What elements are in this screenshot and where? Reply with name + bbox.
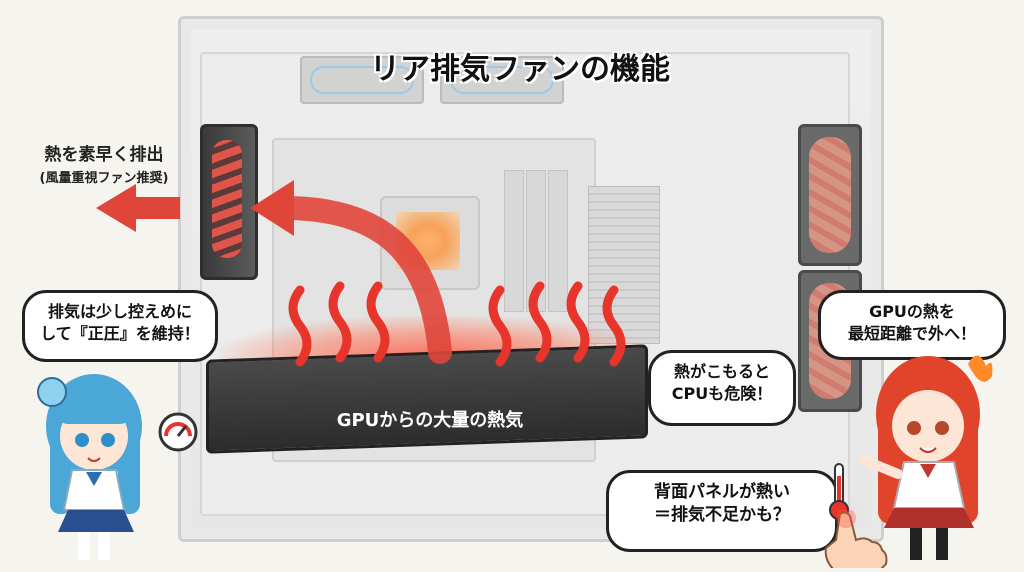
right-character: [859, 355, 993, 560]
top-fan-2: [440, 56, 564, 104]
exhaust-label-group: 熱を素早く排出 (風量重視ファン推奨): [14, 140, 194, 186]
bubble-line: ＝排気不足かも？: [654, 504, 790, 525]
top-fan-1: [300, 56, 424, 104]
exhaust-label: 熱を素早く排出: [44, 145, 164, 165]
fan-blades-icon: [212, 140, 242, 258]
curved-airflow-arrow-icon: [250, 180, 452, 364]
bubble-line: CPUも危険！: [671, 383, 773, 403]
diagram-title: リア排気ファンの機能: [370, 52, 670, 87]
pointing-hand-icon: [824, 510, 888, 568]
speed-gauge-icon: [158, 412, 198, 452]
ram-slot: [548, 170, 568, 312]
bubble-line: GPUの熱を: [869, 302, 955, 321]
bubble-line: して『正圧』を維持！: [40, 323, 200, 343]
bubble-line: 熱がこもると: [673, 362, 770, 381]
middle-speech-bubble: 熱がこもると CPUも危険！: [648, 350, 796, 426]
gpu-heat-label: GPUからの大量の熱気: [336, 410, 524, 431]
bubble-line: 最短距離で外へ！: [847, 323, 976, 343]
right-speech-bubble: GPUの熱を 最短距離で外へ！: [818, 290, 1006, 360]
left-speech-bubble: 排気は少し控えめに して『正圧』を維持！: [22, 290, 218, 362]
exhaust-sublabel: (風量重視ファン推奨): [39, 171, 169, 186]
bubble-line: 背面パネルが熱い: [654, 482, 790, 502]
front-fan-1: [798, 124, 862, 266]
ram-slot: [504, 170, 524, 312]
heat-waves-icon: [288, 281, 626, 367]
left-character: [37, 374, 142, 560]
exhaust-arrow-icon: [96, 184, 180, 232]
bubble-line: 排気は少し控えめに: [47, 302, 192, 321]
bottom-speech-bubble: 背面パネルが熱い ＝排気不足かも？: [606, 470, 838, 552]
